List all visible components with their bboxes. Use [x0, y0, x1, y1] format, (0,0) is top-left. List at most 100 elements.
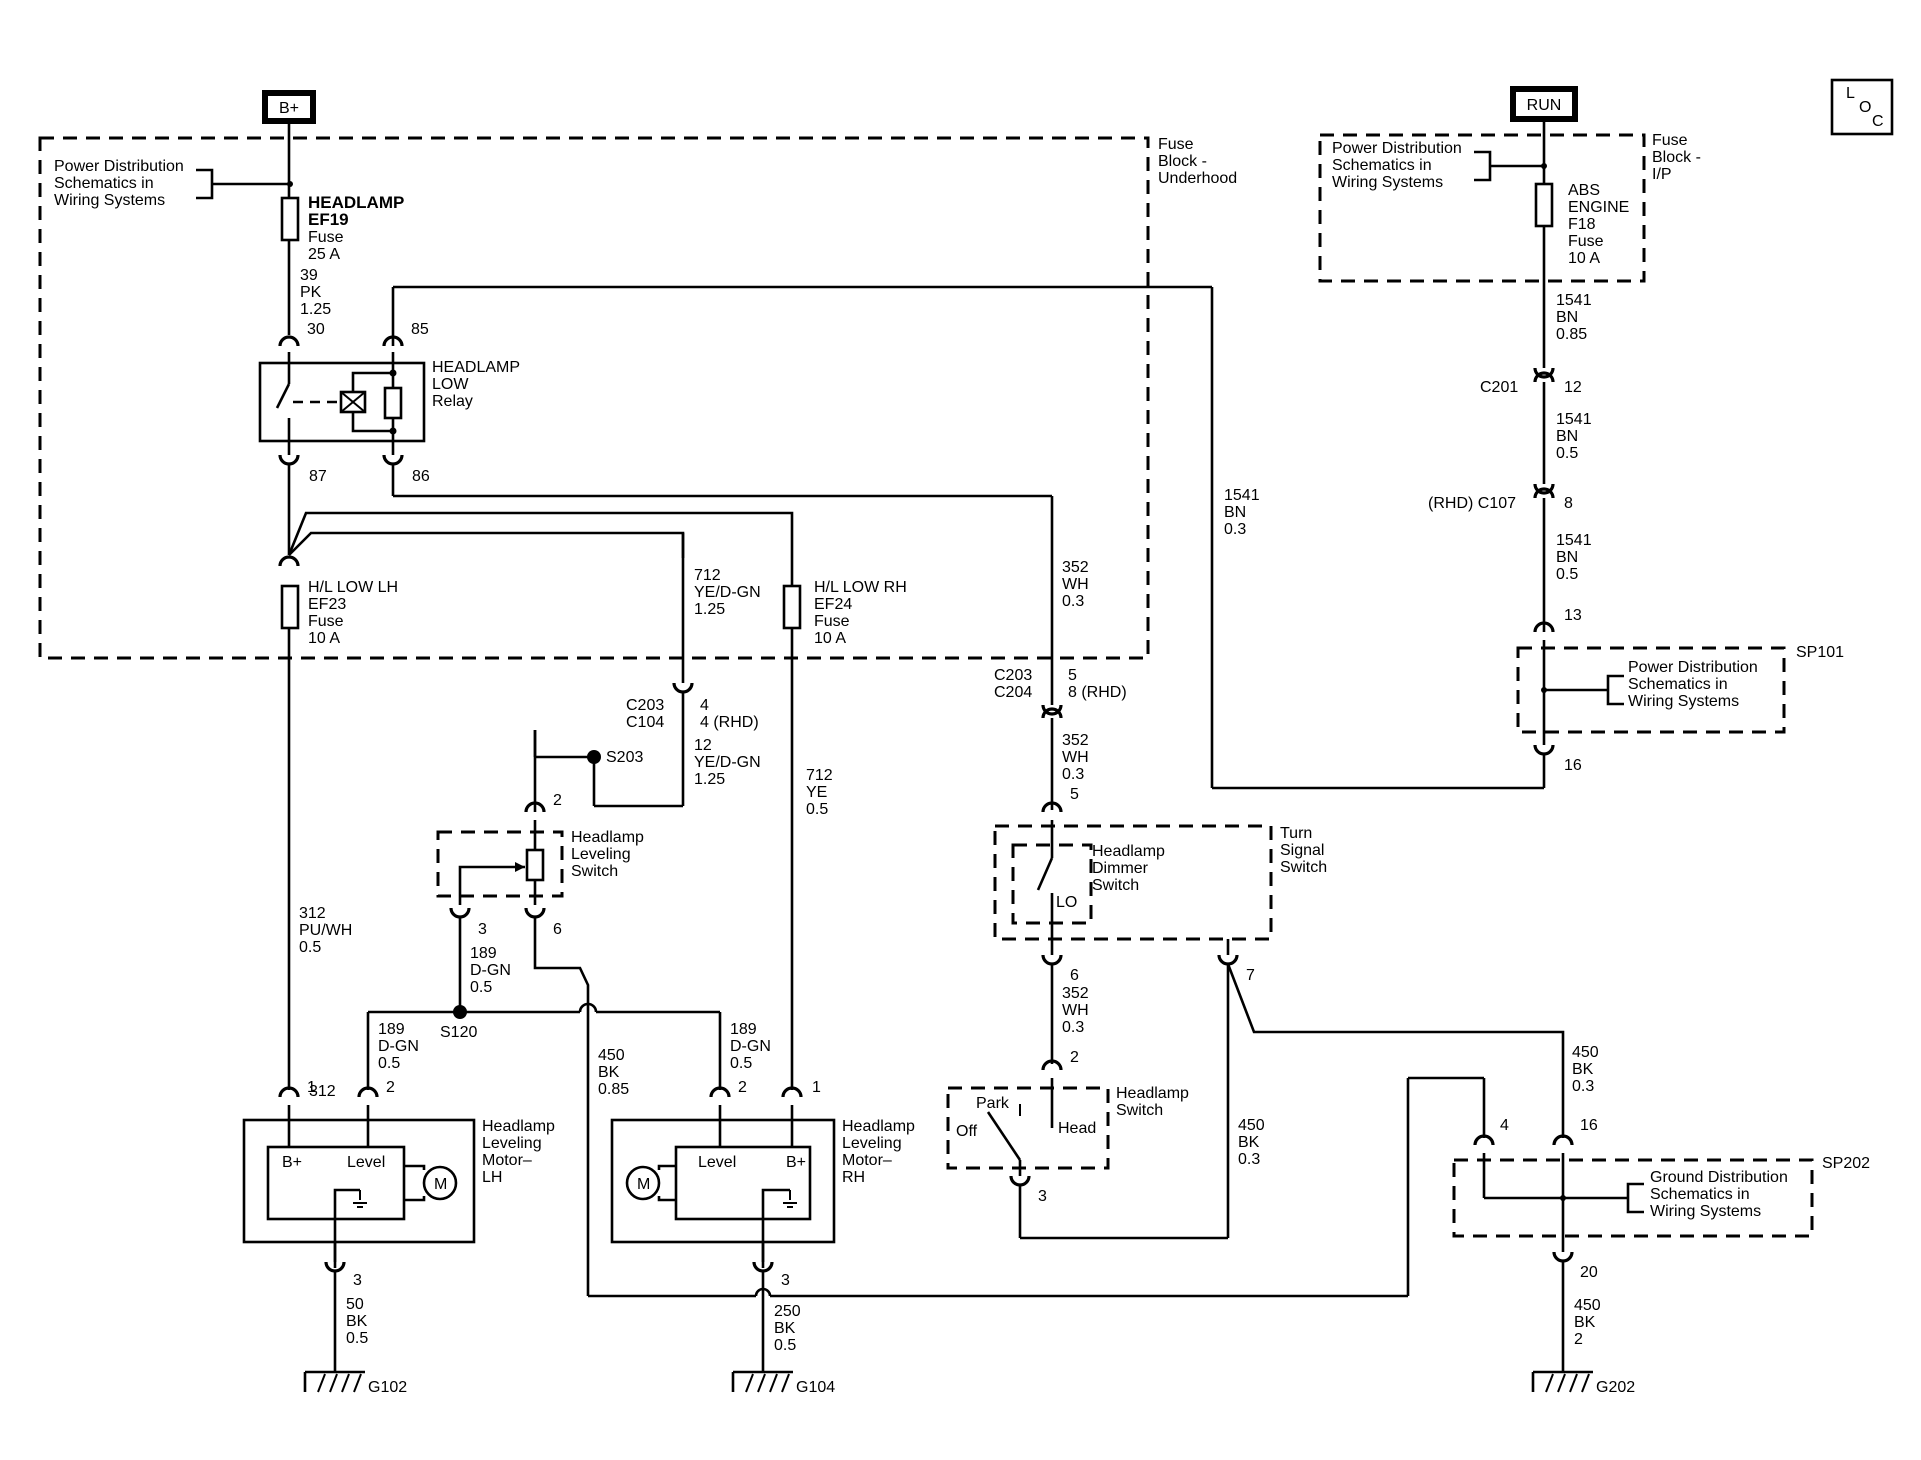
svg-text:WH: WH — [1062, 749, 1089, 766]
svg-text:450: 450 — [1572, 1044, 1599, 1061]
run-marker: RUN — [1510, 86, 1578, 122]
power-distribution-ref-sp101: Power Distribution Schematics in Wiring … — [1628, 659, 1758, 710]
svg-text:Motor–: Motor– — [842, 1152, 892, 1169]
svg-text:0.3: 0.3 — [1062, 766, 1084, 783]
svg-text:YE/D-GN: YE/D-GN — [694, 754, 761, 771]
sp101-outline — [1516, 646, 1786, 734]
svg-text:LOW: LOW — [432, 376, 469, 393]
svg-text:Leveling: Leveling — [842, 1135, 902, 1152]
svg-text:Block -: Block - — [1652, 149, 1701, 166]
svg-text:H/L LOW RH: H/L LOW RH — [814, 579, 907, 596]
svg-text:SP101: SP101 — [1796, 644, 1844, 661]
svg-text:ENGINE: ENGINE — [1568, 199, 1629, 216]
svg-text:Wiring Systems: Wiring Systems — [1628, 693, 1739, 710]
headlamp-low-relay: HEADLAMP LOW Relay — [258, 352, 520, 443]
svg-text:4 (RHD): 4 (RHD) — [700, 714, 759, 731]
wire-label-39: 39 PK 1.25 — [300, 267, 331, 318]
fuse-ef19: HEADLAMP EF19 Fuse 25 A — [280, 193, 404, 263]
wire-label-12-125: 12 YE/D-GN 1.25 — [694, 737, 761, 788]
svg-text:20: 20 — [1580, 1264, 1598, 1281]
svg-text:ABS: ABS — [1568, 182, 1600, 199]
svg-text:13: 13 — [1564, 607, 1582, 624]
svg-text:1.25: 1.25 — [300, 301, 331, 318]
svg-text:Power Distribution: Power Distribution — [54, 158, 184, 175]
wire-label-450-2: 450 BK 2 — [1574, 1297, 1601, 1348]
svg-text:C: C — [1872, 113, 1884, 130]
svg-text:1: 1 — [307, 1079, 316, 1096]
svg-text:C203: C203 — [994, 667, 1032, 684]
svg-text:EF19: EF19 — [308, 210, 349, 229]
svg-text:C203: C203 — [626, 697, 664, 714]
svg-text:1541: 1541 — [1556, 292, 1592, 309]
svg-text:25 A: 25 A — [308, 246, 340, 263]
svg-text:3: 3 — [478, 921, 487, 938]
svg-text:B+: B+ — [786, 1154, 806, 1171]
svg-text:HEADLAMP: HEADLAMP — [432, 359, 520, 376]
sp202-outline — [1452, 1158, 1814, 1238]
svg-text:0.5: 0.5 — [346, 1330, 368, 1347]
svg-text:Wiring Systems: Wiring Systems — [1332, 174, 1443, 191]
svg-text:G102: G102 — [368, 1379, 407, 1396]
svg-text:Underhood: Underhood — [1158, 170, 1237, 187]
svg-text:1.25: 1.25 — [694, 771, 725, 788]
power-distribution-ref-right: Power Distribution Schematics in Wiring … — [1332, 140, 1547, 191]
svg-text:Fuse: Fuse — [814, 613, 850, 630]
svg-text:Level: Level — [698, 1154, 736, 1171]
headlamp-leveling-switch: Headlamp Leveling Switch — [436, 820, 644, 905]
svg-text:LO: LO — [1056, 894, 1077, 911]
svg-text:2: 2 — [553, 792, 562, 809]
svg-text:Fuse: Fuse — [1568, 233, 1604, 250]
fuse-ef23: H/L LOW LH EF23 Fuse 10 A — [280, 579, 398, 647]
svg-text:PK: PK — [300, 284, 322, 301]
fuse-f18: ABS ENGINE F18 Fuse 10 A — [1534, 182, 1629, 267]
svg-text:Wiring Systems: Wiring Systems — [54, 192, 165, 209]
svg-text:Motor–: Motor– — [482, 1152, 532, 1169]
svg-text:1.25: 1.25 — [694, 601, 725, 618]
wire-label-189-b: 189 D-GN 0.5 — [378, 1021, 419, 1072]
svg-text:BN: BN — [1556, 549, 1578, 566]
headlamp-leveling-motor-rh: Level B+ M Headlamp Leveling Motor– RH — [610, 1105, 915, 1268]
wire-label-352-a: 352 WH 0.3 — [1062, 559, 1089, 610]
headlamp-leveling-motor-lh: B+ Level M Headlamp Leveling Motor– LH — [242, 1105, 555, 1268]
wire-label-1541-085: 1541 BN 0.85 — [1556, 292, 1592, 343]
svg-text:0.3: 0.3 — [1062, 593, 1084, 610]
svg-text:3: 3 — [781, 1272, 790, 1289]
svg-text:0.5: 0.5 — [774, 1337, 796, 1354]
ground-g202: G202 — [1531, 1370, 1635, 1396]
wire-label-250: 250 BK 0.5 — [774, 1303, 801, 1354]
fuse-block-underhood-label: Fuse Block - Underhood — [1158, 136, 1237, 187]
svg-text:0.85: 0.85 — [598, 1081, 629, 1098]
svg-text:YE: YE — [806, 784, 827, 801]
svg-text:Fuse: Fuse — [1652, 132, 1688, 149]
turn-signal-switch-label: Turn Signal Switch — [1280, 825, 1327, 876]
headlamp-dimmer-switch: LO Headlamp Dimmer Switch — [1011, 820, 1165, 938]
svg-text:BN: BN — [1224, 504, 1246, 521]
svg-text:1541: 1541 — [1224, 487, 1260, 504]
splice-s203-label: S203 — [606, 749, 643, 766]
svg-text:8: 8 — [1564, 495, 1573, 512]
svg-text:0.5: 0.5 — [299, 939, 321, 956]
svg-text:0.5: 0.5 — [470, 979, 492, 996]
svg-text:1541: 1541 — [1556, 411, 1592, 428]
wire-label-1541-05a: 1541 BN 0.5 — [1556, 411, 1592, 462]
wire-label-50: 50 BK 0.5 — [346, 1296, 368, 1347]
svg-text:189: 189 — [730, 1021, 757, 1038]
svg-text:Switch: Switch — [1116, 1102, 1163, 1119]
svg-text:RUN: RUN — [1527, 97, 1562, 114]
svg-text:39: 39 — [300, 267, 318, 284]
svg-text:Off: Off — [956, 1123, 978, 1140]
svg-text:Headlamp: Headlamp — [482, 1118, 555, 1135]
svg-text:Leveling: Leveling — [571, 846, 631, 863]
turn-signal-switch-outline — [993, 824, 1273, 941]
svg-text:10 A: 10 A — [308, 630, 340, 647]
svg-text:5: 5 — [1068, 667, 1077, 684]
wire-label-352-c: 352 WH 0.3 — [1062, 985, 1089, 1036]
svg-text:I/P: I/P — [1652, 166, 1672, 183]
ground-g102: G102 — [303, 1370, 407, 1396]
svg-text:C204: C204 — [994, 684, 1032, 701]
wire-label-450-03a: 450 BK 0.3 — [1238, 1117, 1265, 1168]
svg-text:6: 6 — [553, 921, 562, 938]
svg-text:10 A: 10 A — [814, 630, 846, 647]
svg-text:Switch: Switch — [571, 863, 618, 880]
power-distribution-ref-left: Power Distribution Schematics in Wiring … — [54, 158, 293, 209]
